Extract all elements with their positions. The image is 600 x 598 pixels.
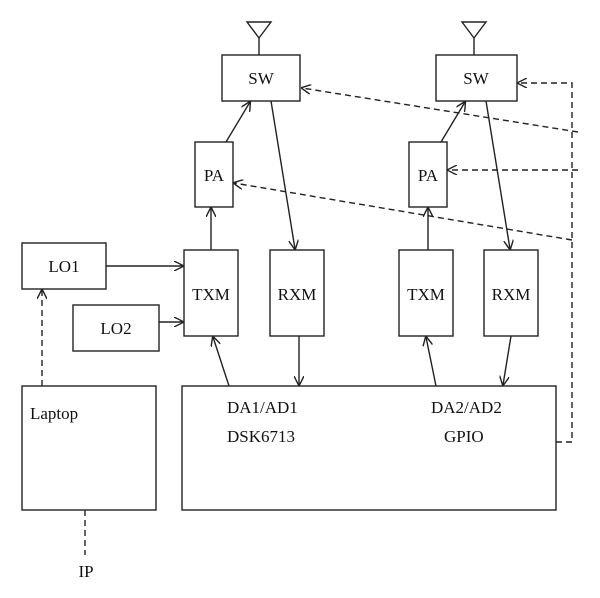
lo2-label: LO2	[100, 319, 131, 338]
lo1-block: LO1	[21, 242, 107, 290]
laptop-label: Laptop	[30, 404, 78, 423]
switch-label-2: SW	[463, 69, 489, 88]
arrow-pa2-to-sw2	[440, 102, 465, 143]
arrow-sw1-to-rxm1	[270, 100, 295, 249]
arrow-sw2-to-rxm2	[485, 100, 510, 249]
arrow-rxm2-to-dsp	[503, 335, 512, 385]
antenna-icon-2	[460, 21, 488, 55]
lo2-block: LO2	[72, 304, 160, 352]
port2-label: DA2/AD2	[431, 398, 502, 417]
arrow-pa1-to-sw1	[225, 102, 250, 143]
txm-block-1: TXM	[183, 249, 239, 337]
dashed-control-sw1	[302, 88, 579, 133]
rxm-block-1: RXM	[269, 249, 325, 337]
pa-block-1: PA	[194, 141, 234, 208]
rxm-label-2: RXM	[492, 285, 531, 304]
laptop-block: Laptop	[21, 385, 157, 511]
ip-label: IP	[78, 562, 93, 581]
port1-label: DA1/AD1	[227, 398, 298, 417]
arrow-dsp-to-txm1	[213, 337, 230, 387]
pa-label-1: PA	[204, 166, 225, 185]
switch-block-2: SW	[435, 54, 518, 102]
txm-label-1: TXM	[192, 285, 230, 304]
lo1-label: LO1	[48, 257, 79, 276]
gpio-label: GPIO	[444, 427, 484, 446]
txm-block-2: TXM	[398, 249, 454, 337]
txm-label-2: TXM	[407, 285, 445, 304]
dsp-board-block: DA1/AD1 DSK6713 DA2/AD2 GPIO	[181, 385, 557, 511]
switch-block-1: SW	[221, 54, 301, 102]
pa-block-2: PA	[408, 141, 448, 208]
rxm-block-2: RXM	[483, 249, 539, 337]
dashed-control-pa1	[234, 183, 573, 241]
pa-label-2: PA	[418, 166, 439, 185]
antenna-icon-1	[245, 21, 273, 55]
board-label: DSK6713	[227, 427, 295, 446]
switch-label-1: SW	[248, 69, 274, 88]
rxm-label-1: RXM	[278, 285, 317, 304]
dashed-gpio-bus	[518, 83, 573, 443]
arrow-dsp-to-txm2	[426, 337, 437, 387]
